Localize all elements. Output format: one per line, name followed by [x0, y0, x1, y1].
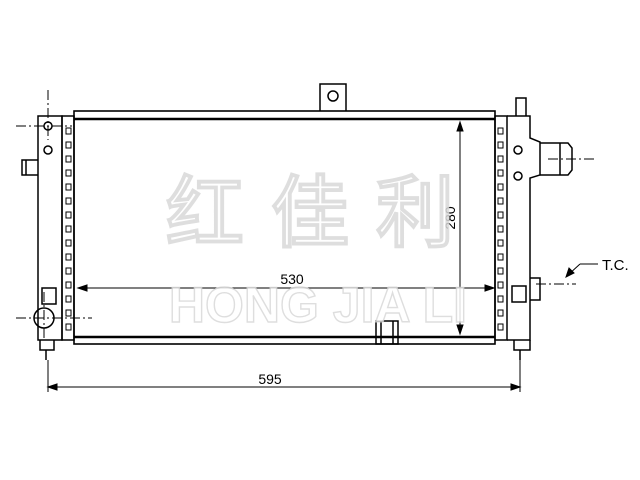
left-tank-slot: [65, 267, 72, 275]
tc-leader-arrow: [565, 263, 598, 278]
left-tank-slot: [65, 155, 72, 163]
left-tank-slot: [65, 141, 72, 149]
left-tank-slot: [65, 295, 72, 303]
left-tank-slot: [65, 127, 72, 135]
dimension-label-530: 530: [280, 271, 304, 287]
top-mounting-bracket: [319, 83, 347, 111]
right-tank-slot: [497, 323, 504, 331]
right-tank: [494, 97, 573, 360]
dimension-core-height: [456, 120, 464, 336]
right-tank-slot: [497, 127, 504, 135]
right-tank-slot: [497, 309, 504, 317]
left-tank-slot: [65, 281, 72, 289]
right-tank-slot: [497, 267, 504, 275]
watermark-chinese: 红 佳 利: [166, 169, 454, 259]
right-tank-slot: [497, 169, 504, 177]
right-tank-slot: [497, 155, 504, 163]
right-tank-slot: [497, 183, 504, 191]
left-tank-slot: [65, 183, 72, 191]
left-tank-slot: [65, 211, 72, 219]
dimension-label-595: 595: [258, 371, 282, 387]
left-tank-slot: [65, 169, 72, 177]
left-tank-slot: [65, 323, 72, 331]
left-tank-slot: [65, 225, 72, 233]
tc-label: T.C.: [602, 257, 629, 274]
left-tank-slot: [65, 253, 72, 261]
right-tank-slots: [497, 127, 504, 331]
watermark-english: HONG JIA LI: [169, 277, 467, 333]
right-tank-slot: [497, 281, 504, 289]
right-tank-slot: [497, 197, 504, 205]
left-tank-slots: [65, 127, 72, 331]
right-tank-slot: [497, 253, 504, 261]
dimension-overall-width: [46, 360, 522, 392]
right-tank-slot: [497, 141, 504, 149]
right-tank-slot: [497, 225, 504, 233]
dimension-label-280: 280: [442, 206, 458, 230]
right-tank-slot: [497, 211, 504, 219]
left-tank-slot: [65, 197, 72, 205]
bottom-drain-tab: [375, 320, 399, 345]
left-tank-slot: [65, 239, 72, 247]
left-tank-slot: [65, 309, 72, 317]
right-tank-slot: [497, 239, 504, 247]
dimension-core-width: [76, 284, 496, 292]
right-tank-slot: [497, 295, 504, 303]
center-lines: [16, 90, 596, 340]
left-tank: [21, 115, 75, 360]
